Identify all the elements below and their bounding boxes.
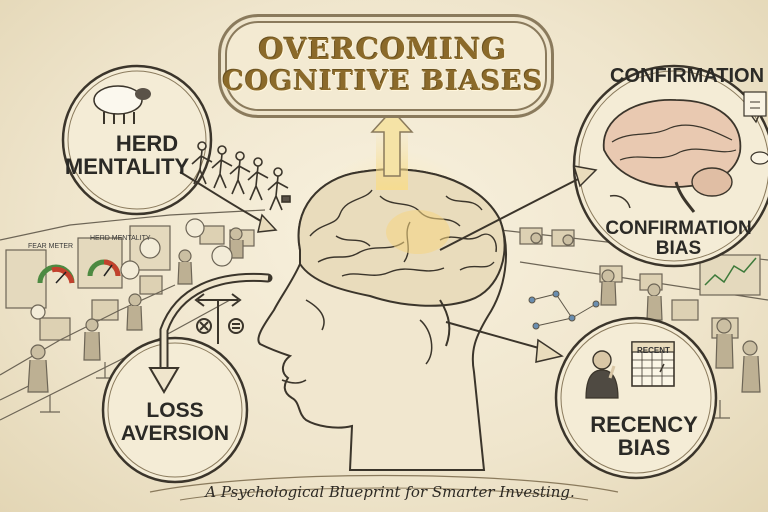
herd-mentality-label-line1: HERD bbox=[115, 131, 179, 156]
loss-aversion-label-line2: AVERSION bbox=[120, 422, 230, 445]
subtitle-ribbon bbox=[149, 474, 619, 501]
herd-meter-label: HERD MENTALITY bbox=[90, 235, 151, 242]
insight-up-arrow bbox=[370, 108, 414, 190]
fear-meter-gauge bbox=[37, 264, 75, 284]
confirmation-heading: CONFIRMATION bbox=[610, 65, 765, 87]
brain-cross-section-icon bbox=[602, 99, 742, 213]
subtitle: A Psychological Blueprint for Smarter In… bbox=[205, 483, 575, 501]
recency-bias-label-line2: BIAS bbox=[617, 435, 671, 460]
trading-floor-right bbox=[499, 227, 768, 419]
loss-aversion-label-line1: LOSS bbox=[146, 399, 204, 422]
thinking-man-icon bbox=[585, 350, 619, 399]
recency-arrow bbox=[445, 321, 547, 351]
page-title-line2: COGNITIVE BIASES bbox=[222, 66, 544, 97]
herd-mentality-bubble bbox=[61, 64, 213, 216]
people-crowd-icon bbox=[191, 141, 291, 211]
decision-arrows-icon bbox=[194, 293, 244, 344]
brain-icon bbox=[297, 168, 506, 347]
title-banner bbox=[218, 14, 554, 118]
calendar-label: RECENT bbox=[637, 346, 670, 355]
network-diagram bbox=[528, 290, 600, 330]
trading-floor-left bbox=[0, 209, 266, 421]
confirmation-bias-label-line1: CONFIRMATION bbox=[605, 218, 752, 239]
confirmation-bias-bubble bbox=[572, 64, 768, 268]
recency-bias-bubble bbox=[554, 316, 718, 480]
sheep-icon bbox=[93, 85, 151, 124]
calendar-icon bbox=[631, 341, 675, 387]
confirmation-arrow bbox=[439, 175, 585, 251]
herd-mentality-label-line2: MENTALITY bbox=[64, 154, 190, 179]
confirmation-bias-label-line2: BIAS bbox=[655, 238, 702, 259]
loss-aversion-bubble bbox=[101, 336, 249, 484]
herd-meter-gauge bbox=[87, 259, 121, 277]
recency-bias-label-line1: RECENCY bbox=[590, 412, 698, 437]
page-title-line1: OVERCOMING bbox=[258, 32, 508, 66]
fear-meter-label: FEAR METER bbox=[28, 243, 74, 250]
